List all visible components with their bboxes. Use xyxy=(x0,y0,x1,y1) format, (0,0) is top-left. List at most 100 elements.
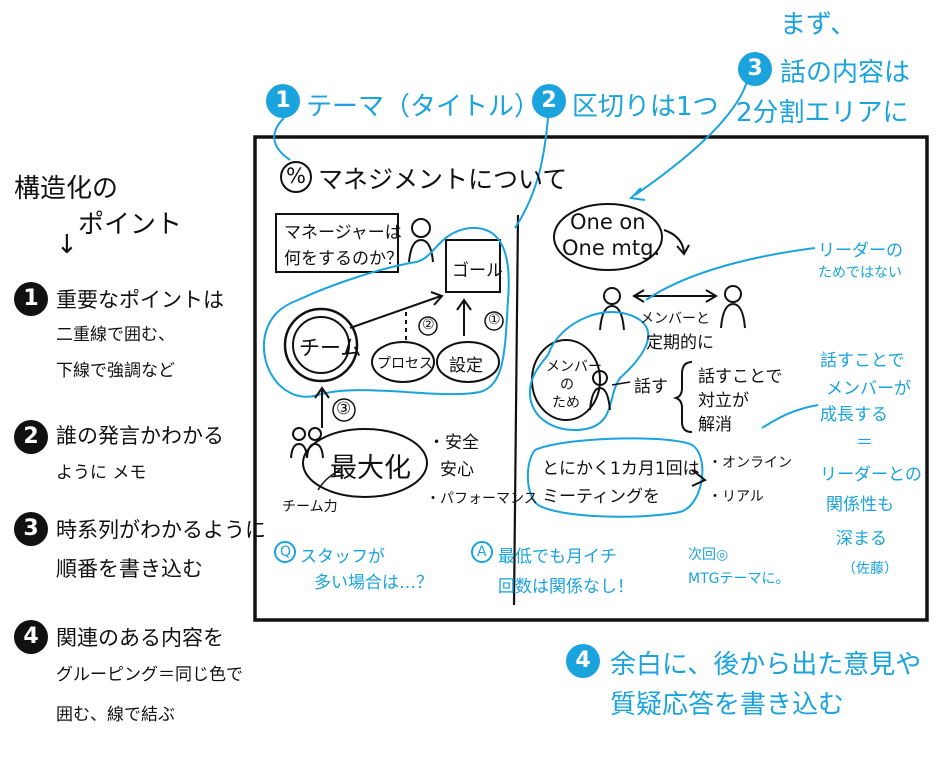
leader-person-icon xyxy=(724,285,742,303)
manager-question-box xyxy=(275,213,399,273)
manager-question-line2: 何をするのか？ xyxy=(284,249,403,269)
point-3-line1: 時系列がわかるように xyxy=(56,518,266,542)
annotation-1-text: テーマ（タイトル） xyxy=(306,92,541,122)
team-to-goal-arrow xyxy=(349,295,442,329)
answer-line2: 回数は関係なし！ xyxy=(498,577,634,597)
resolve-line1: 話すことで xyxy=(698,367,783,387)
point-4-line1: 関連のある内容を xyxy=(56,626,224,650)
one-on-one-ellipse xyxy=(553,203,663,271)
member-person-icon xyxy=(603,287,621,305)
annotation-3-pre: まず、 xyxy=(780,10,857,40)
board-title: マネジメントについて xyxy=(318,165,568,194)
a-mark: A xyxy=(477,544,487,560)
growth-line2: メンバーが xyxy=(826,379,911,399)
right-group-outline xyxy=(528,311,650,431)
left-group-outline xyxy=(262,226,510,398)
annotation-3-line1: 話の内容は xyxy=(780,58,911,88)
next-note-line2: MTGテーマに。 xyxy=(688,571,790,587)
team-power-label: チーム力 xyxy=(282,499,338,515)
maximize-ellipse xyxy=(302,428,428,498)
monthly-group-outline xyxy=(526,437,704,518)
growth-line1: 話すことで xyxy=(820,351,905,371)
monthly-line2: ミーティングを xyxy=(542,487,660,507)
process-ellipse xyxy=(371,341,435,383)
connector-3-arrowhead xyxy=(628,187,646,201)
board-frame xyxy=(253,135,929,622)
annotation-2-text: 区切りは1つ xyxy=(572,92,719,122)
board-divider xyxy=(512,214,520,606)
equals-sign: ＝ xyxy=(856,433,873,453)
relief-label: 安心 xyxy=(440,460,474,480)
annotation-3-badge: 3 xyxy=(738,52,772,86)
manager-question-line1: マネージャーは xyxy=(284,223,402,243)
one-on-one-line1: One on xyxy=(570,210,646,234)
answer-line1: 最低でも月イチ xyxy=(498,547,617,567)
performance-label: ・パフォーマンス xyxy=(426,491,538,507)
point-4-badge: 4 xyxy=(14,620,48,654)
next-note-line1: 次回◎ xyxy=(688,547,729,563)
monthly-line1: とにかく1カ月1回は xyxy=(542,459,700,479)
step-2-label: ② xyxy=(422,317,435,333)
q-mark: Q xyxy=(280,544,292,560)
member-regular-line1: メンバーと xyxy=(640,311,710,327)
point-1-badge: 1 xyxy=(14,282,48,316)
question-line2: 多い場合は…？ xyxy=(314,573,433,593)
point-3-line2: 順番を書き込む xyxy=(56,557,203,581)
sato-label: （佐藤） xyxy=(842,561,898,577)
annotation-1-badge: 1 xyxy=(266,84,300,118)
point-4-line3: 囲む、線で結ぶ xyxy=(56,705,175,725)
relation-line1: リーダーとの xyxy=(820,465,922,485)
maximize-label: 最大化 xyxy=(330,453,411,484)
setting-label: 設定 xyxy=(449,356,483,376)
point-1-line2: 二重線で囲む、 xyxy=(56,325,175,345)
annotation-4-line1: 余白に、後から出た意見や xyxy=(610,650,922,680)
growth-line3: 成長する xyxy=(820,405,888,425)
team-label: チーム xyxy=(299,336,362,360)
title-percent-symbol: % xyxy=(286,164,306,188)
title-percent-circle xyxy=(280,161,312,193)
safety-label: ・安全 xyxy=(428,433,479,453)
left-heading-line1: 構造化の xyxy=(14,174,119,204)
online-label: ・オンライン xyxy=(708,455,792,471)
manager-person-icon xyxy=(411,218,431,238)
point-1-line3: 下線で強調など xyxy=(56,361,175,381)
point-3-badge: 3 xyxy=(14,512,48,546)
point-2-badge: 2 xyxy=(14,420,48,454)
for-member-line3: ため xyxy=(552,395,580,411)
relation-line2: 関係性も xyxy=(826,495,894,515)
for-member-line1: メンバー xyxy=(546,359,602,375)
relation-line3: 深まる xyxy=(836,529,887,549)
step-3-label: ③ xyxy=(336,399,352,419)
resolve-line3: 解消 xyxy=(698,415,732,435)
not-for-leader-line1: リーダーの xyxy=(818,241,903,261)
annotation-4-badge: 4 xyxy=(566,644,600,678)
question-line1: スタッフが xyxy=(300,547,385,567)
one-on-one-line2: One mtg. xyxy=(562,236,661,260)
point-1-line1: 重要なポイントは xyxy=(56,288,224,312)
for-member-line2: の xyxy=(560,377,574,393)
down-arrow-icon: ↓ xyxy=(56,230,78,260)
annotation-4-line2: 質疑応答を書き込む xyxy=(610,690,845,720)
step-1-label: ① xyxy=(488,312,501,328)
resolve-line2: 対立が xyxy=(698,391,749,411)
connector-3 xyxy=(634,77,749,196)
annotation-3-line2: 2分割エリアに xyxy=(736,98,909,128)
point-2-line1: 誰の発言かわかる xyxy=(56,424,224,448)
talk-label: 話す xyxy=(634,377,668,397)
team-inner-circle xyxy=(292,316,350,374)
member-regular-line2: 定期的に xyxy=(646,333,714,353)
left-heading-line2: ポイント xyxy=(78,210,183,240)
goal-box xyxy=(445,239,501,293)
process-label: プロセス xyxy=(377,356,433,372)
setting-ellipse xyxy=(436,341,500,383)
point-2-line2: ように メモ xyxy=(56,463,147,483)
point-4-line2: グルーピング＝同じ色で xyxy=(56,665,243,685)
real-label: ・リアル xyxy=(708,489,764,505)
annotation-2-badge: 2 xyxy=(532,84,566,118)
connector-1 xyxy=(273,117,291,161)
connector-2 xyxy=(514,117,549,229)
team-outer-circle xyxy=(283,307,359,383)
goal-label: ゴール xyxy=(452,261,503,281)
not-for-leader-line2: ためではない xyxy=(818,265,902,281)
